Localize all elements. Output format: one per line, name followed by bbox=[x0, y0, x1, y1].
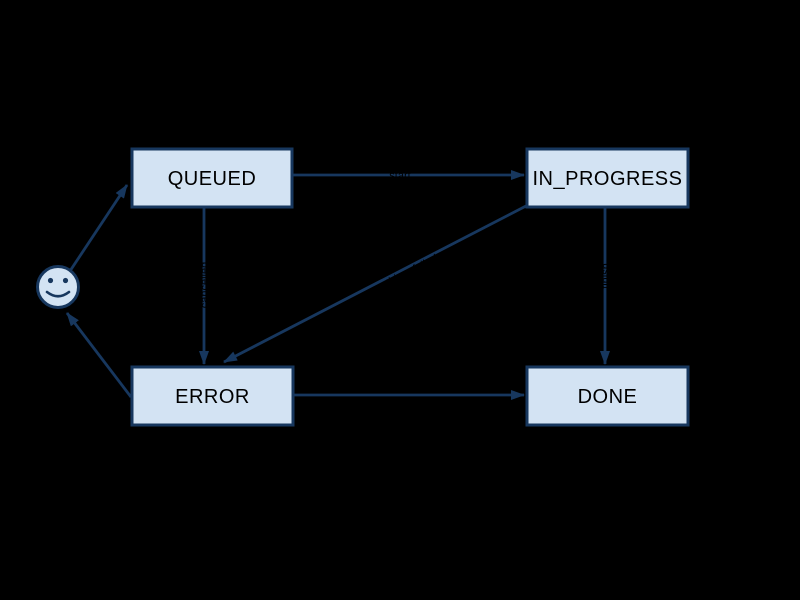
done-box bbox=[525, 365, 690, 427]
queued-box bbox=[130, 147, 294, 209]
edge-start-to-queued bbox=[68, 184, 129, 272]
smiley-face bbox=[36, 265, 80, 309]
node-queued: QUEUED bbox=[130, 147, 294, 209]
smiley-right-eye bbox=[62, 277, 69, 284]
edge-label-in-progress-done: finish bbox=[600, 263, 612, 289]
error-box bbox=[130, 365, 295, 427]
smiley-mouth bbox=[45, 290, 71, 298]
start-state-smiley-icon bbox=[36, 265, 80, 309]
edge-label-queued-error: cancelled bbox=[199, 262, 211, 308]
in-progress-label: IN_PROGRESS bbox=[533, 168, 683, 190]
smiley-left-eye bbox=[47, 277, 54, 284]
node-error: ERROR bbox=[130, 365, 295, 427]
queued-label: QUEUED bbox=[168, 168, 257, 190]
edge-label-queued-in-progress: start bbox=[389, 170, 410, 182]
edge-label-in-progress-error: something_failed bbox=[361, 252, 440, 301]
node-done: DONE bbox=[525, 365, 690, 427]
done-label: DONE bbox=[578, 386, 638, 408]
edges-layer bbox=[65, 170, 610, 400]
in-progress-box bbox=[525, 147, 690, 209]
edge-in-progress-to-error bbox=[223, 204, 527, 364]
node-in-progress: IN_PROGRESS bbox=[525, 147, 690, 209]
edge-error-to-start bbox=[65, 312, 133, 398]
error-label: ERROR bbox=[175, 386, 250, 408]
